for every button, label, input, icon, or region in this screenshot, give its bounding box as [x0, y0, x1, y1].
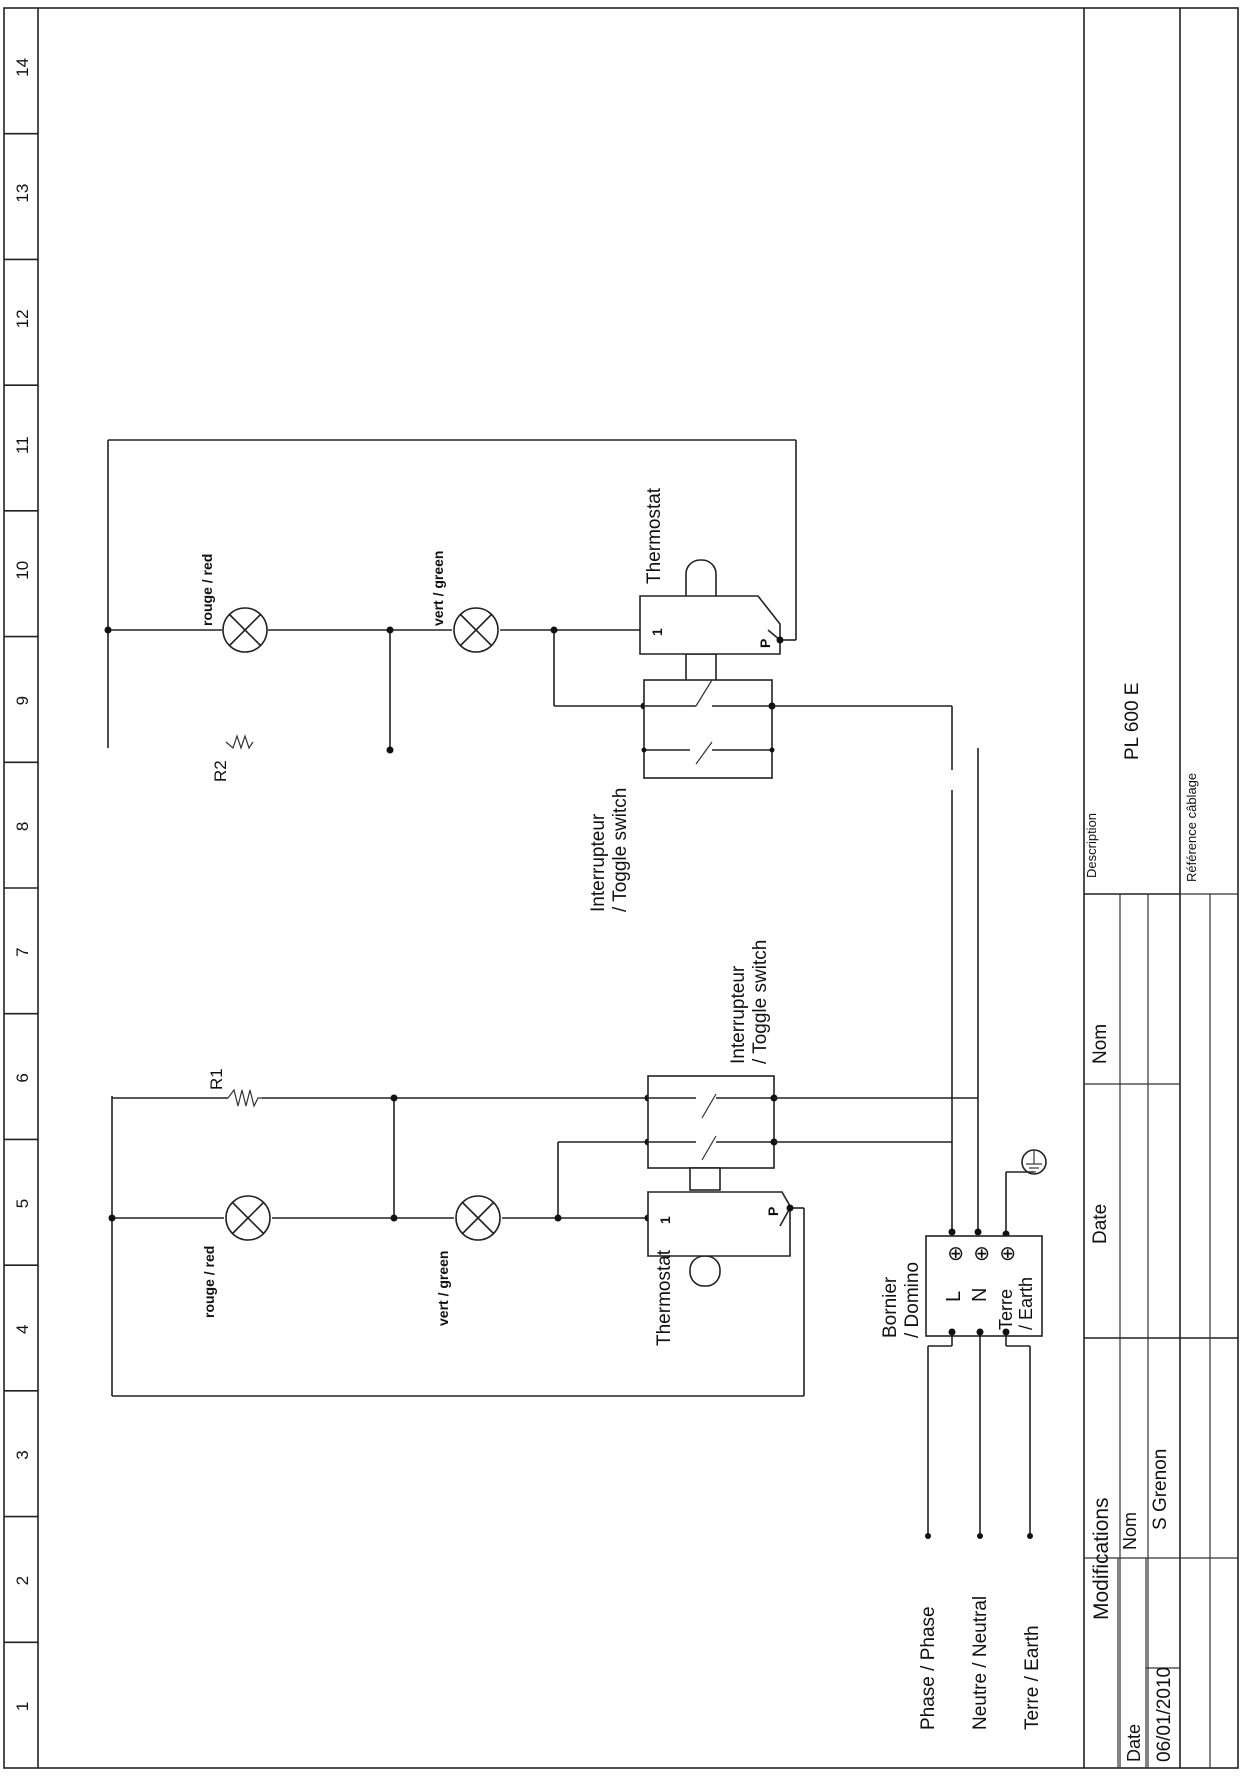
terminal-n-label: N [969, 1288, 991, 1302]
ruler-number: 6 [13, 1073, 32, 1082]
ruler-number: 13 [13, 184, 32, 203]
lamp-green-lower [455, 1195, 501, 1241]
title-nom-column: Nom [1090, 1024, 1111, 1064]
ruler-number: 5 [13, 1199, 32, 1208]
terminal-block-title-1: Bornier [880, 1276, 901, 1338]
thermostat-lower-pin-1: 1 [657, 1216, 673, 1224]
ruler-number: 9 [13, 696, 32, 705]
supply-leads [925, 1328, 1033, 1539]
title-block [1083, 8, 1238, 1768]
resistor-r2-label: R2 [211, 760, 230, 782]
toggle-switch-lower [647, 1075, 778, 1169]
thermostat-lower-pin-p: P [765, 1207, 781, 1216]
thermostat-upper-label: Thermostat [644, 487, 665, 584]
terminal-earth-label-1: Terre [996, 1289, 1016, 1330]
description-label: Description [1084, 813, 1099, 878]
lower-circuit: R1 rouge / red vert / green [108, 940, 978, 1397]
resistor-r1 [227, 1088, 262, 1108]
ruler-number: 11 [13, 436, 32, 454]
title-date-column: Date [1090, 1204, 1111, 1244]
modifications-date-header: Date [1124, 1724, 1144, 1762]
terminal-screw-l: ⊕ [945, 1245, 967, 1262]
ruler-number: 1 [13, 1702, 32, 1711]
ruler-number: 10 [13, 561, 32, 580]
lamp-green-label-upper: vert / green [430, 551, 446, 626]
ruler-number: 2 [13, 1576, 32, 1585]
toggle-switch-lower-label-1: Interrupteur [728, 965, 749, 1064]
toggle-switch-lower-label-2: / Toggle switch [750, 940, 771, 1064]
ruler-number: 7 [13, 947, 32, 956]
terminal-screw-earth: ⊕ [997, 1245, 1019, 1262]
thermostat-lower-label: Thermostat [654, 1249, 675, 1346]
modifications-date-value: 06/01/2010 [1154, 1667, 1175, 1762]
lamp-green-upper [453, 607, 499, 653]
ruler-number: 12 [13, 309, 32, 328]
terminal-earth-label-2: / Earth [1016, 1277, 1036, 1330]
toggle-switch-upper [641, 679, 776, 779]
supply-phase-label: Phase / Phase [918, 1606, 939, 1730]
toggle-switch-upper-label-2: / Toggle switch [610, 788, 631, 912]
description-value: PL 600 E [1122, 683, 1143, 760]
lamp-red-label-lower: rouge / red [201, 1246, 217, 1318]
lamp-red-label-upper: rouge / red [199, 554, 215, 626]
feed-wires [948, 748, 1047, 1238]
modifications-nom-value: S Grenon [1150, 1449, 1171, 1530]
terminal-block: ⊕ ⊕ ⊕ L N Terre / Earth Bornier / Domino [880, 1235, 1043, 1338]
thermostat-lower [647, 1167, 794, 1287]
supply-earth-label: Terre / Earth [1022, 1625, 1043, 1730]
thermostat-upper-pin-1: 1 [649, 628, 665, 636]
thermostat-upper-pin-p: P [757, 639, 773, 648]
resistor-r1-label: R1 [207, 1068, 226, 1090]
thermostat-upper [639, 559, 784, 685]
earth-ground-icon [1021, 1149, 1047, 1175]
upper-circuit: rouge / red vert / green R2 1 P Thermost… [104, 439, 953, 912]
ruler-number: 4 [13, 1325, 32, 1334]
terminal-block-title-2: / Domino [902, 1262, 923, 1338]
lamp-red-lower [225, 1195, 271, 1241]
reference-cablage-label: Référence câblage [1184, 773, 1199, 882]
terminal-l-label: L [943, 1291, 965, 1302]
terminal-screw-n: ⊕ [971, 1245, 993, 1262]
ruler-number: 3 [13, 1450, 32, 1459]
lamp-green-label-lower: vert / green [435, 1251, 451, 1326]
modifications-nom-header: Nom [1120, 1512, 1140, 1550]
toggle-switch-upper-label-1: Interrupteur [588, 813, 609, 912]
ruler-number: 14 [13, 58, 32, 77]
lamp-red-upper [222, 607, 268, 653]
resistor-r2 [225, 734, 254, 750]
ruler-number: 8 [13, 822, 32, 831]
supply-neutral-label: Neutre / Neutral [970, 1596, 991, 1730]
modifications-header: Modifications [1090, 1497, 1113, 1620]
